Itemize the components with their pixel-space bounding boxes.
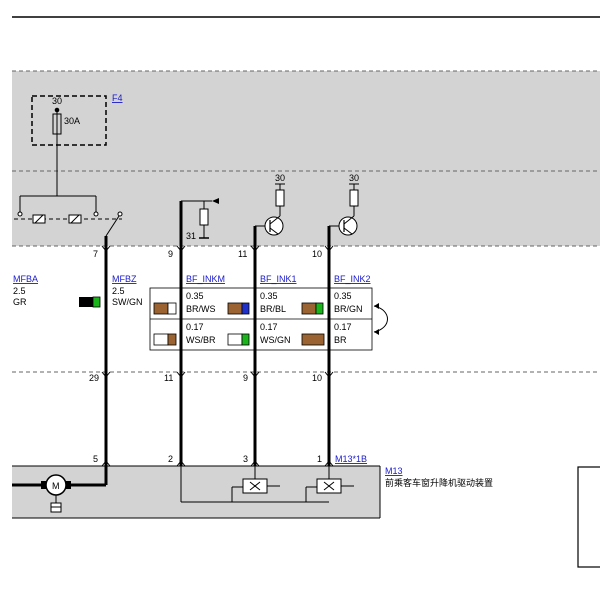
fuse-pin-label: 30 (52, 96, 62, 106)
relay-panel (12, 171, 600, 246)
wire-mfbz-color: SW/GN (112, 297, 143, 307)
pin-top-3: 11 (238, 249, 247, 259)
connector-link[interactable]: M13*1B (335, 454, 367, 464)
pin-bottom-2: 2 (168, 454, 173, 464)
wire-mfba-link[interactable]: MFBA (13, 274, 38, 284)
tr1-label: 30 (275, 173, 285, 183)
wire-bf-ink1-link[interactable]: BF_INK1 (260, 274, 297, 284)
fuse-link[interactable]: F4 (112, 93, 123, 103)
color-swatch-mfba (79, 297, 93, 307)
pin-bottom-1: 5 (93, 454, 98, 464)
swatch-row-b-1 (153, 333, 169, 346)
twist-arrow-icon (373, 305, 388, 333)
ink1-color-b: WS/GN (260, 335, 291, 345)
pin-mid-1: 29 (89, 373, 99, 383)
pin-mid-3: 9 (243, 373, 248, 383)
component-name: 前乘客车窗升降机驱动装置 (385, 477, 493, 488)
swatch-mfbz (153, 302, 169, 315)
ink1-color-a: BR/BL (260, 304, 286, 314)
wire-bf-inkm-link[interactable]: BF_INKM (186, 274, 225, 284)
swatch-inkm-a (227, 302, 243, 315)
transistor-icon-2 (338, 216, 358, 236)
fuse-box (31, 95, 107, 146)
inkm-color-b: WS/BR (186, 335, 216, 345)
pin-mid-4: 10 (312, 373, 322, 383)
ink2-size-a: 0.35 (334, 291, 352, 301)
component-link[interactable]: M13 (385, 466, 403, 476)
ink2-size-b: 0.17 (334, 322, 352, 332)
pin-top-4: 10 (312, 249, 322, 259)
inkm-color-a: BR/WS (186, 304, 216, 314)
inkm-size-b: 0.17 (186, 322, 204, 332)
transistor-icon (264, 216, 284, 236)
pin-top-2: 9 (168, 249, 173, 259)
ink2-color-b: BR (334, 335, 347, 345)
wire-mfba-color: GR (13, 297, 27, 307)
tr2-resistor-icon (349, 189, 359, 207)
adjacent-diagram-box (577, 466, 600, 568)
inkm-size-a: 0.35 (186, 291, 204, 301)
tr1-resistor-icon (275, 189, 285, 207)
wire-mfbz-link[interactable]: MFBZ (112, 274, 137, 284)
pin-bottom-4: 1 (317, 454, 322, 464)
swatch-ink1-a (301, 302, 317, 315)
ink1-size-a: 0.35 (260, 291, 278, 301)
fuse-pin-dot (54, 107, 60, 113)
pin-bottom-3: 3 (243, 454, 248, 464)
wire-mfbz-size: 2.5 (112, 286, 125, 296)
ink1-size-b: 0.17 (260, 322, 278, 332)
arrow-icon (212, 198, 219, 204)
swatch-inkm-b (227, 333, 243, 346)
fuse-rating: 30A (64, 116, 80, 126)
swatch-ink1-b (301, 333, 325, 346)
ink2-color-a: BR/GN (334, 304, 363, 314)
resistor-icon (199, 208, 209, 226)
wire-mfba-size: 2.5 (13, 286, 26, 296)
motor-glyph: M (52, 481, 60, 491)
tr2-label: 30 (349, 173, 359, 183)
wire-bf-ink2-link[interactable]: BF_INK2 (334, 274, 371, 284)
relay-switch-icon (105, 215, 120, 237)
pin-top-1: 7 (93, 249, 98, 259)
ground-label: 31 (186, 231, 196, 241)
pin-mid-2: 11 (164, 373, 173, 383)
fuse-panel (12, 71, 600, 171)
